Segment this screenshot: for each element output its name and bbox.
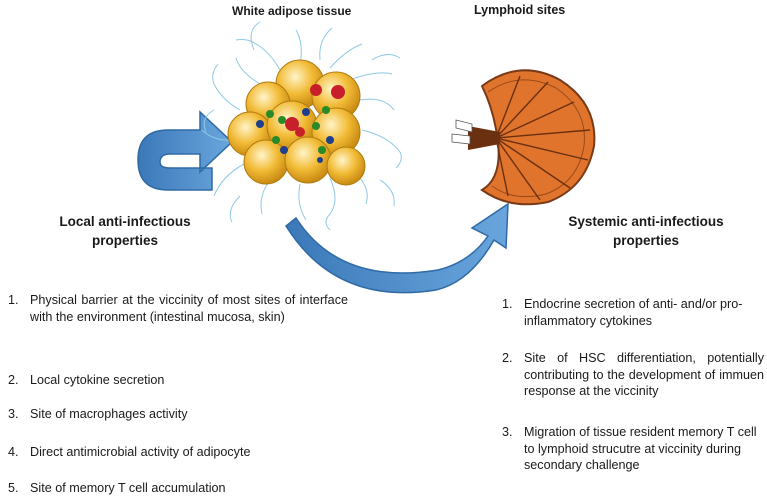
systemic-arrow: [285, 202, 509, 294]
list-item: 5. Site of memory T cell accumulation: [8, 481, 226, 495]
adipose-tissue-title: White adipose tissue: [232, 4, 352, 18]
systemic-heading: Systemic anti-infectious properties: [546, 212, 746, 250]
list-item: 4. Direct antimicrobial activity of adip…: [8, 445, 251, 459]
adipocyte-cluster: [227, 59, 366, 186]
local-heading: Local anti-infectious properties: [32, 212, 218, 250]
local-heading-line1: Local anti-infectious: [59, 214, 191, 229]
systemic-properties-list: 1. Endocrine secretion of anti- and/or p…: [502, 0, 764, 498]
list-item: 1. Physical barrier at the viccinity of …: [8, 293, 348, 324]
list-item: 2. Local cytokine secretion: [8, 373, 165, 387]
local-properties-list: 1. Physical barrier at the viccinity of …: [8, 0, 348, 498]
lymphoid-sites-title: Lymphoid sites: [474, 3, 566, 17]
list-item: 1. Endocrine secretion of anti- and/or p…: [502, 297, 743, 328]
local-heading-line2: properties: [91, 233, 159, 248]
systemic-heading-line1: Systemic anti-infectious: [568, 214, 724, 229]
systemic-heading-line2: properties: [612, 233, 680, 248]
list-item: 3. Migration of tissue resident memory T…: [502, 425, 757, 472]
list-item: 2. Site of HSC differentiation, potentia…: [502, 351, 764, 398]
immune-cells: [256, 84, 345, 163]
list-item: 3. Site of macrophages activity: [8, 407, 188, 421]
lymph-node-icon: [451, 69, 596, 206]
local-feedback-arrow: [137, 110, 234, 191]
